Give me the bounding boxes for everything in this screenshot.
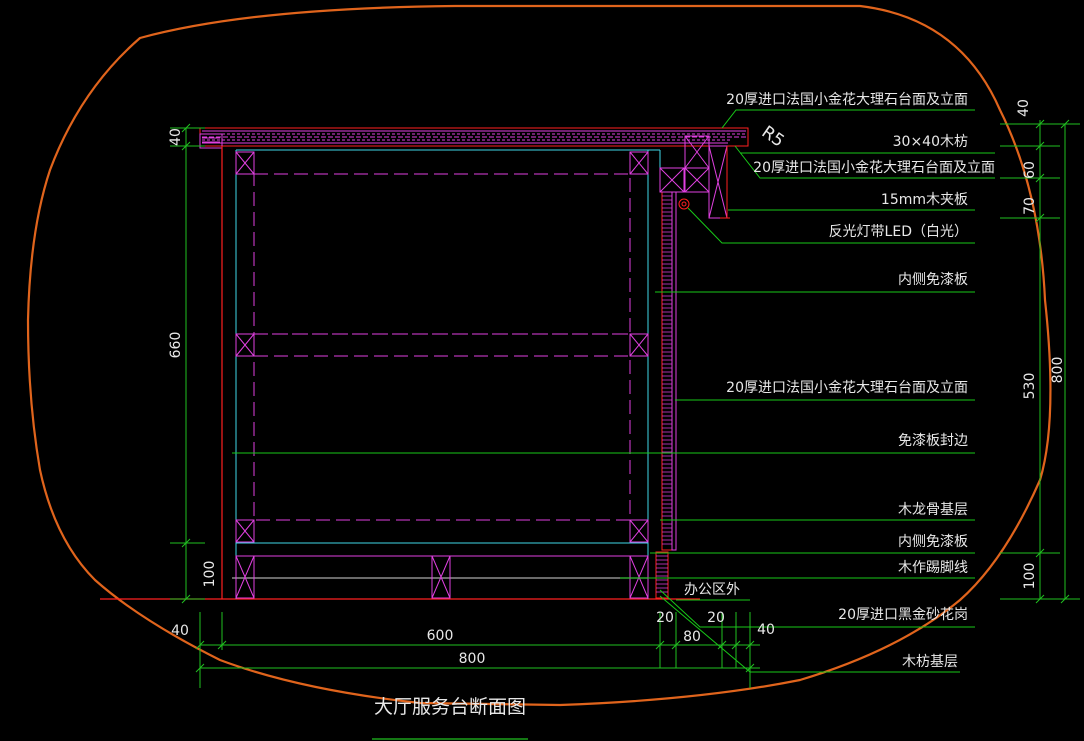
- dim-bottom-40-right: 40: [757, 622, 775, 638]
- label-led-strip: 反光灯带LED（白光）: [829, 224, 968, 240]
- dim-left-100: 100: [202, 561, 218, 588]
- cabinet-frame: [232, 149, 661, 599]
- dim-left-40: 40: [168, 128, 184, 146]
- label-marble-top-2: 20厚进口法国小金花大理石台面及立面: [753, 160, 995, 176]
- dimension-lines: [170, 119, 1080, 688]
- leader-lines: [232, 109, 995, 673]
- dim-right-60: 60: [1022, 161, 1038, 179]
- label-marble-top-1: 20厚进口法国小金花大理石台面及立面: [726, 92, 968, 108]
- label-skirting: 木作踢脚线: [898, 560, 968, 576]
- dim-bottom-600: 600: [427, 628, 454, 644]
- dim-right-40: 40: [1016, 99, 1032, 117]
- label-office-outside: 办公区外: [684, 582, 740, 598]
- dim-bottom-20a: 20: [656, 610, 674, 626]
- wood-battens: [235, 151, 649, 599]
- corner-detail: [659, 135, 730, 219]
- dim-bottom-40-left: 40: [171, 623, 189, 639]
- label-wood-batten: 30×40木枋: [893, 134, 968, 150]
- right-panel: [655, 191, 677, 599]
- drawing-title: 大厅服务台断面图: [374, 696, 526, 718]
- label-wood-keel: 木龙骨基层: [898, 501, 968, 518]
- dim-right-100: 100: [1022, 563, 1038, 590]
- left-wall: [221, 146, 237, 599]
- dim-right-800: 800: [1050, 357, 1066, 384]
- dim-bottom-800: 800: [459, 651, 486, 667]
- label-marble-top-3: 20厚进口法国小金花大理石台面及立面: [726, 380, 968, 396]
- shelf-frames: [253, 173, 631, 521]
- label-inner-panel-1: 内侧免漆板: [898, 272, 968, 288]
- countertop-slab: [199, 127, 749, 149]
- label-wood-base: 木枋基层: [902, 653, 958, 670]
- revision-cloud: [26, 4, 1052, 707]
- dim-left-660: 660: [168, 332, 184, 359]
- label-plywood: 15mm木夹板: [881, 192, 968, 208]
- label-inner-panel-2: 内侧免漆板: [898, 534, 968, 550]
- dim-right-530: 530: [1022, 373, 1038, 400]
- label-edge-banding: 免漆板封边: [898, 433, 968, 449]
- dim-right-70: 70: [1022, 197, 1038, 215]
- label-granite: 20厚进口黑金砂花岗: [838, 607, 968, 623]
- dim-bottom-80: 80: [683, 629, 701, 645]
- radius-stamp: R5: [758, 122, 788, 151]
- dim-bottom-20b: 20: [707, 610, 725, 626]
